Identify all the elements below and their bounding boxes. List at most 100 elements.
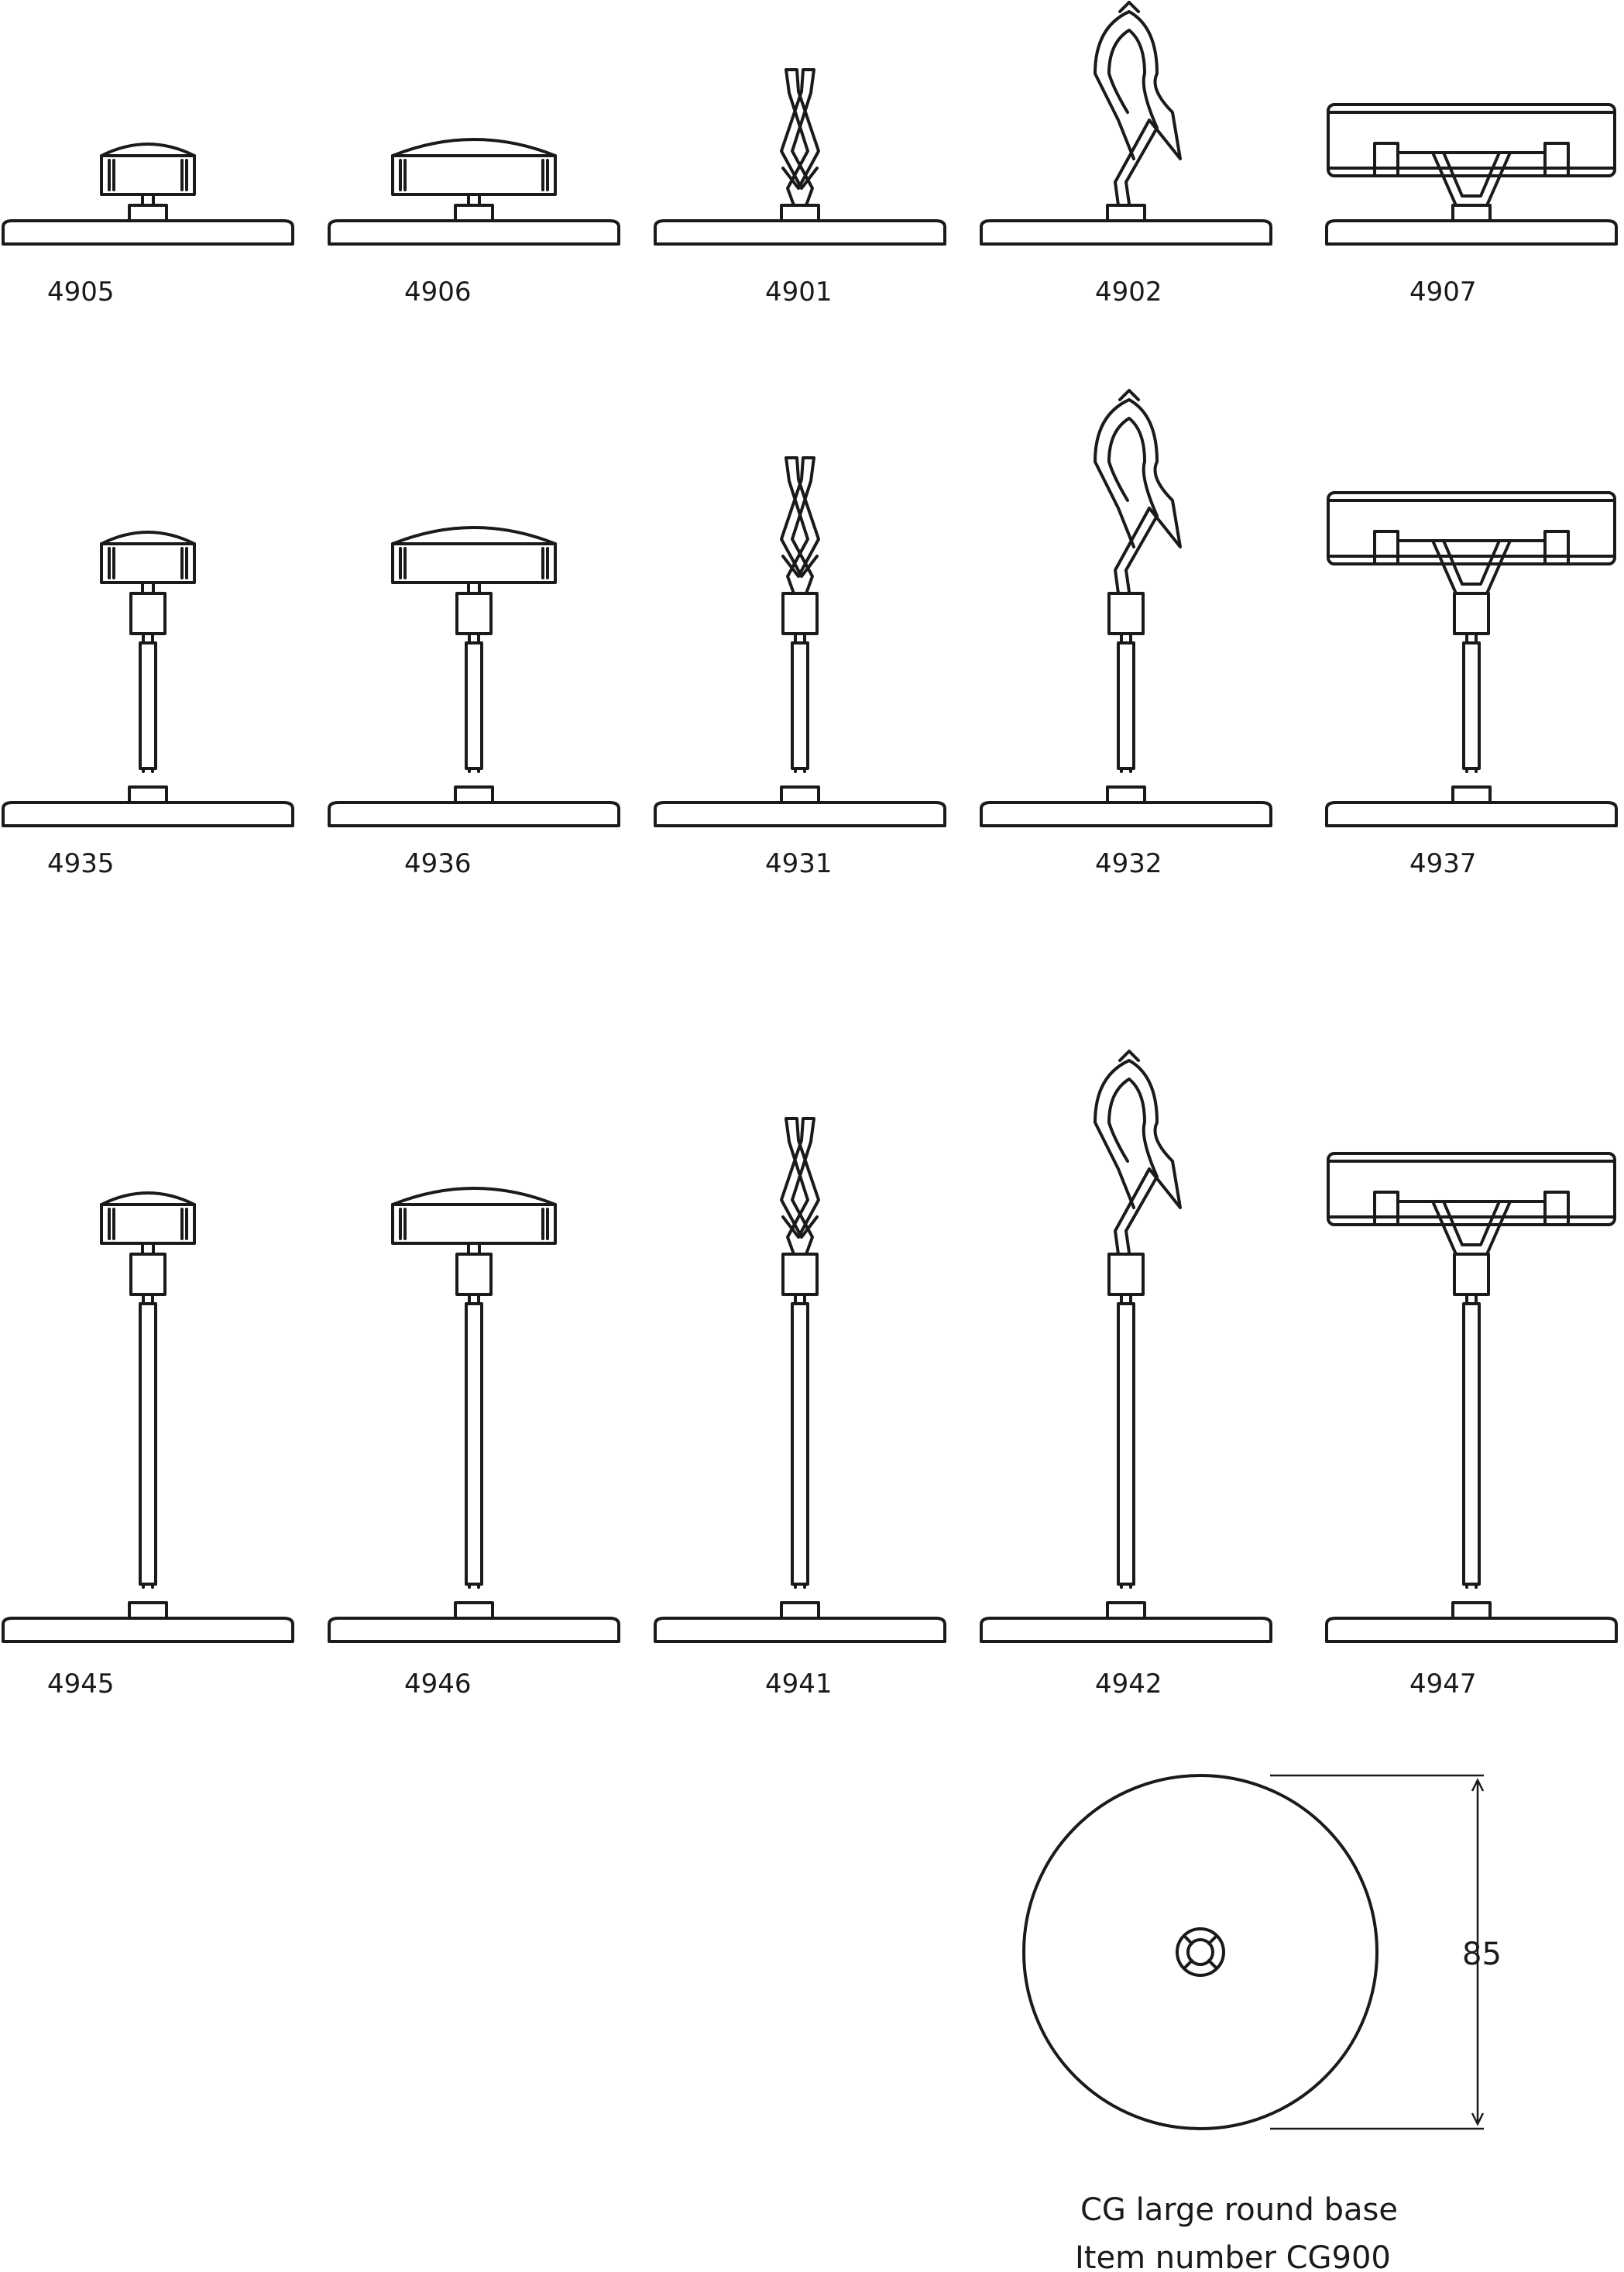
stand-socket xyxy=(780,785,820,804)
stand-4935: 4935 xyxy=(2,531,294,879)
stand-4901: 4901 xyxy=(654,68,946,308)
clip-body xyxy=(100,154,196,196)
stand-collar xyxy=(129,592,167,635)
clip-dome xyxy=(100,531,196,545)
item-number-label: 4932 xyxy=(1095,848,1162,879)
clip-body xyxy=(391,542,557,584)
round-base-outline xyxy=(1022,1774,1379,2130)
item-number-label: 4945 xyxy=(47,1669,115,1700)
stand-socket xyxy=(128,785,168,804)
item-number-label: 4935 xyxy=(47,848,115,879)
stand-socket xyxy=(454,1601,494,1620)
item-number-label: 4901 xyxy=(765,277,833,308)
stand-collar xyxy=(1453,592,1490,635)
item-number-label: 4902 xyxy=(1095,277,1162,308)
rail-clip-tab-left xyxy=(1373,1191,1399,1226)
clip-stem xyxy=(467,193,481,207)
stand-4932: 4932 xyxy=(980,389,1272,879)
round-base-caption-line1: CG large round base xyxy=(1080,2192,1398,2228)
stand-4945: 4945 xyxy=(2,1191,294,1700)
rail-clip-tab-right xyxy=(1543,1191,1570,1226)
clip-dome xyxy=(391,1187,557,1206)
stand-socket xyxy=(780,1601,820,1620)
stand-socket xyxy=(1106,204,1146,222)
stand-pole xyxy=(139,1302,157,1586)
stand-base xyxy=(328,1617,620,1643)
clip-body xyxy=(100,1203,196,1245)
rail-clip-bar xyxy=(1327,491,1616,565)
spring-clip-outer xyxy=(1094,398,1182,595)
stand-4906: 4906 xyxy=(328,138,620,308)
spring-clip-inner xyxy=(1107,1078,1159,1254)
stand-socket xyxy=(128,204,168,222)
clip-body xyxy=(391,1203,557,1245)
stand-4905: 4905 xyxy=(2,143,294,308)
stand-pole xyxy=(791,641,809,770)
stand-base xyxy=(980,801,1272,827)
stand-base xyxy=(328,219,620,246)
stand-base xyxy=(2,1617,294,1643)
spring-clip-outer xyxy=(1094,10,1182,207)
item-number-label: 4936 xyxy=(404,848,472,879)
clip-stem xyxy=(467,1242,481,1256)
rail-clip-yoke xyxy=(1431,1200,1512,1256)
stand-collar xyxy=(781,592,819,635)
stand-base xyxy=(654,801,946,827)
clip-stem xyxy=(141,581,155,595)
spring-clip-inner xyxy=(1107,29,1159,205)
item-number-label: 4946 xyxy=(404,1669,472,1700)
spring-clip-right-arm xyxy=(780,1117,819,1256)
stand-socket xyxy=(1106,785,1146,804)
stand-socket xyxy=(1451,204,1492,222)
clip-stem xyxy=(141,1242,155,1256)
clip-stem xyxy=(467,581,481,595)
stand-rows: 4905 4906 4901 4902 4907 4935 4936 4931 4932 4937… xyxy=(2,1,1618,1700)
stand-base xyxy=(654,1617,946,1643)
clip-dome xyxy=(391,138,557,157)
stand-4947: 4947 xyxy=(1325,1152,1618,1700)
stand-base xyxy=(2,801,294,827)
stand-collar xyxy=(1107,592,1145,635)
spring-clip-left-arm xyxy=(781,1117,820,1256)
dimension-label: 85 xyxy=(1462,1937,1502,1972)
stand-base xyxy=(1325,219,1618,246)
stand-socket xyxy=(128,1601,168,1620)
clip-dome xyxy=(100,1191,196,1206)
clip-body xyxy=(391,154,557,196)
stand-pole xyxy=(465,641,483,770)
item-number-label: 4937 xyxy=(1409,848,1477,879)
clip-body xyxy=(100,542,196,584)
stand-base xyxy=(1325,1617,1618,1643)
spring-clip-left-arm xyxy=(781,68,820,207)
stand-collar xyxy=(455,592,493,635)
stand-4931: 4931 xyxy=(654,456,946,879)
stand-pole xyxy=(1117,1302,1135,1586)
rail-clip-yoke xyxy=(1431,151,1512,207)
stand-4902: 4902 xyxy=(980,1,1272,308)
rail-clip-yoke xyxy=(1431,539,1512,595)
clip-dome xyxy=(100,143,196,157)
item-number-label: 4906 xyxy=(404,277,472,308)
stand-4946: 4946 xyxy=(328,1187,620,1700)
item-number-label: 4905 xyxy=(47,277,115,308)
clip-dome xyxy=(391,526,557,545)
stand-socket xyxy=(1451,785,1492,804)
item-number-label: 4947 xyxy=(1409,1669,1477,1700)
stand-base xyxy=(1325,801,1618,827)
stand-socket xyxy=(454,785,494,804)
dimension-line xyxy=(1270,1774,1485,2130)
round-base-caption-line2: Item number CG900 xyxy=(1075,2240,1391,2272)
stand-socket xyxy=(1451,1601,1492,1620)
spring-clip-right-arm xyxy=(780,456,819,595)
stand-base xyxy=(328,801,620,827)
stand-socket xyxy=(454,204,494,222)
stand-pole xyxy=(139,641,157,770)
base-center-socket-icon xyxy=(1176,1927,1225,1977)
stand-collar xyxy=(781,1253,819,1296)
item-number-label: 4907 xyxy=(1409,277,1477,308)
stand-4907: 4907 xyxy=(1325,103,1618,308)
stand-socket xyxy=(780,204,820,222)
stand-collar xyxy=(455,1253,493,1296)
stand-base xyxy=(980,1617,1272,1643)
